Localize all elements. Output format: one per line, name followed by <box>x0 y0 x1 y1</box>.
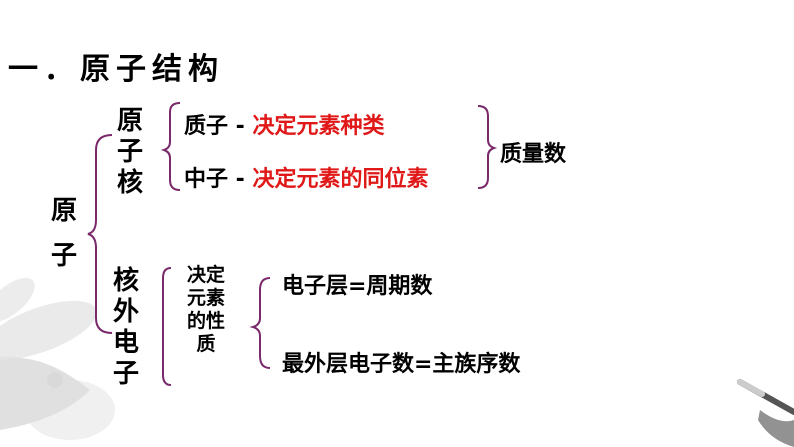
properties-brace <box>249 277 271 369</box>
page-title: 一．原子结构 <box>8 52 224 87</box>
electron-brace <box>162 267 172 386</box>
atom-brace <box>87 134 113 334</box>
electron-char: 核 <box>112 266 139 296</box>
flower-painting-icon <box>0 277 115 440</box>
determines-properties-label: 决定 元素 的性 质 <box>180 264 232 356</box>
proton-prefix: 质子 - <box>184 114 253 139</box>
neutron-line: 中子 - 决定元素的同位素 <box>184 161 428 193</box>
atom-label: 原 子 <box>48 196 80 272</box>
neutron-prefix: 中子 - <box>184 167 253 192</box>
neutron-role: 决定元素的同位素 <box>252 167 429 192</box>
nucleus-char: 子 <box>116 137 143 167</box>
electron-char: 电 <box>112 328 139 358</box>
electron-char: 外 <box>112 297 139 327</box>
determines-line: 的性 <box>186 310 225 332</box>
nucleus-char: 原 <box>116 106 143 136</box>
electron-shell-label: 核 外 电 子 <box>110 266 142 390</box>
atom-char: 子 <box>50 241 77 271</box>
electron-layer-rule: 电子层=周期数 <box>282 274 433 299</box>
proton-role: 决定元素种类 <box>252 114 385 139</box>
electron-char: 子 <box>112 359 139 389</box>
determines-line: 元素 <box>186 287 225 309</box>
nucleus-brace <box>160 102 181 191</box>
proton-line: 质子 - 决定元素种类 <box>184 108 384 140</box>
determines-line: 决定 <box>186 264 225 286</box>
mass-number-brace <box>477 105 498 189</box>
determines-line: 质 <box>196 333 216 355</box>
nucleus-char: 核 <box>116 168 143 198</box>
nucleus-label: 原 子 核 <box>114 106 146 199</box>
ink-brush-icon <box>737 379 794 447</box>
outer-electron-rule: 最外层电子数=主族序数 <box>282 352 521 377</box>
atom-char: 原 <box>50 196 77 226</box>
mass-number-label: 质量数 <box>500 142 567 167</box>
